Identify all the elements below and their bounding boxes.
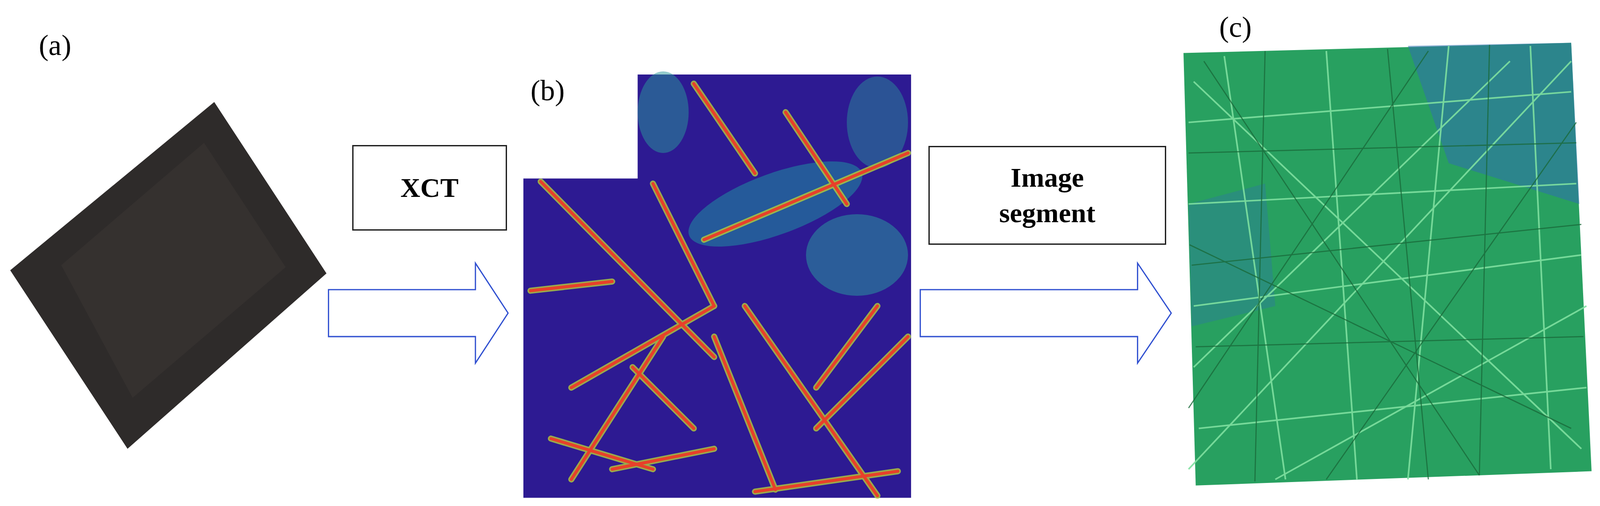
panel-label: (b) [530, 73, 565, 108]
xct-slice [523, 71, 912, 498]
block-arrow [920, 263, 1172, 363]
box-label: XCT [400, 169, 459, 206]
fibre-network [1183, 43, 1592, 486]
panel-label: (c) [1219, 10, 1252, 44]
tile-shade [61, 142, 286, 398]
panel-label: (a) [38, 28, 71, 63]
process-box: Image segment [928, 145, 1167, 245]
process-box: XCT [352, 145, 508, 231]
sample-tile [10, 102, 327, 449]
box-label: Image segment [980, 159, 1114, 232]
block-arrow [328, 263, 509, 363]
